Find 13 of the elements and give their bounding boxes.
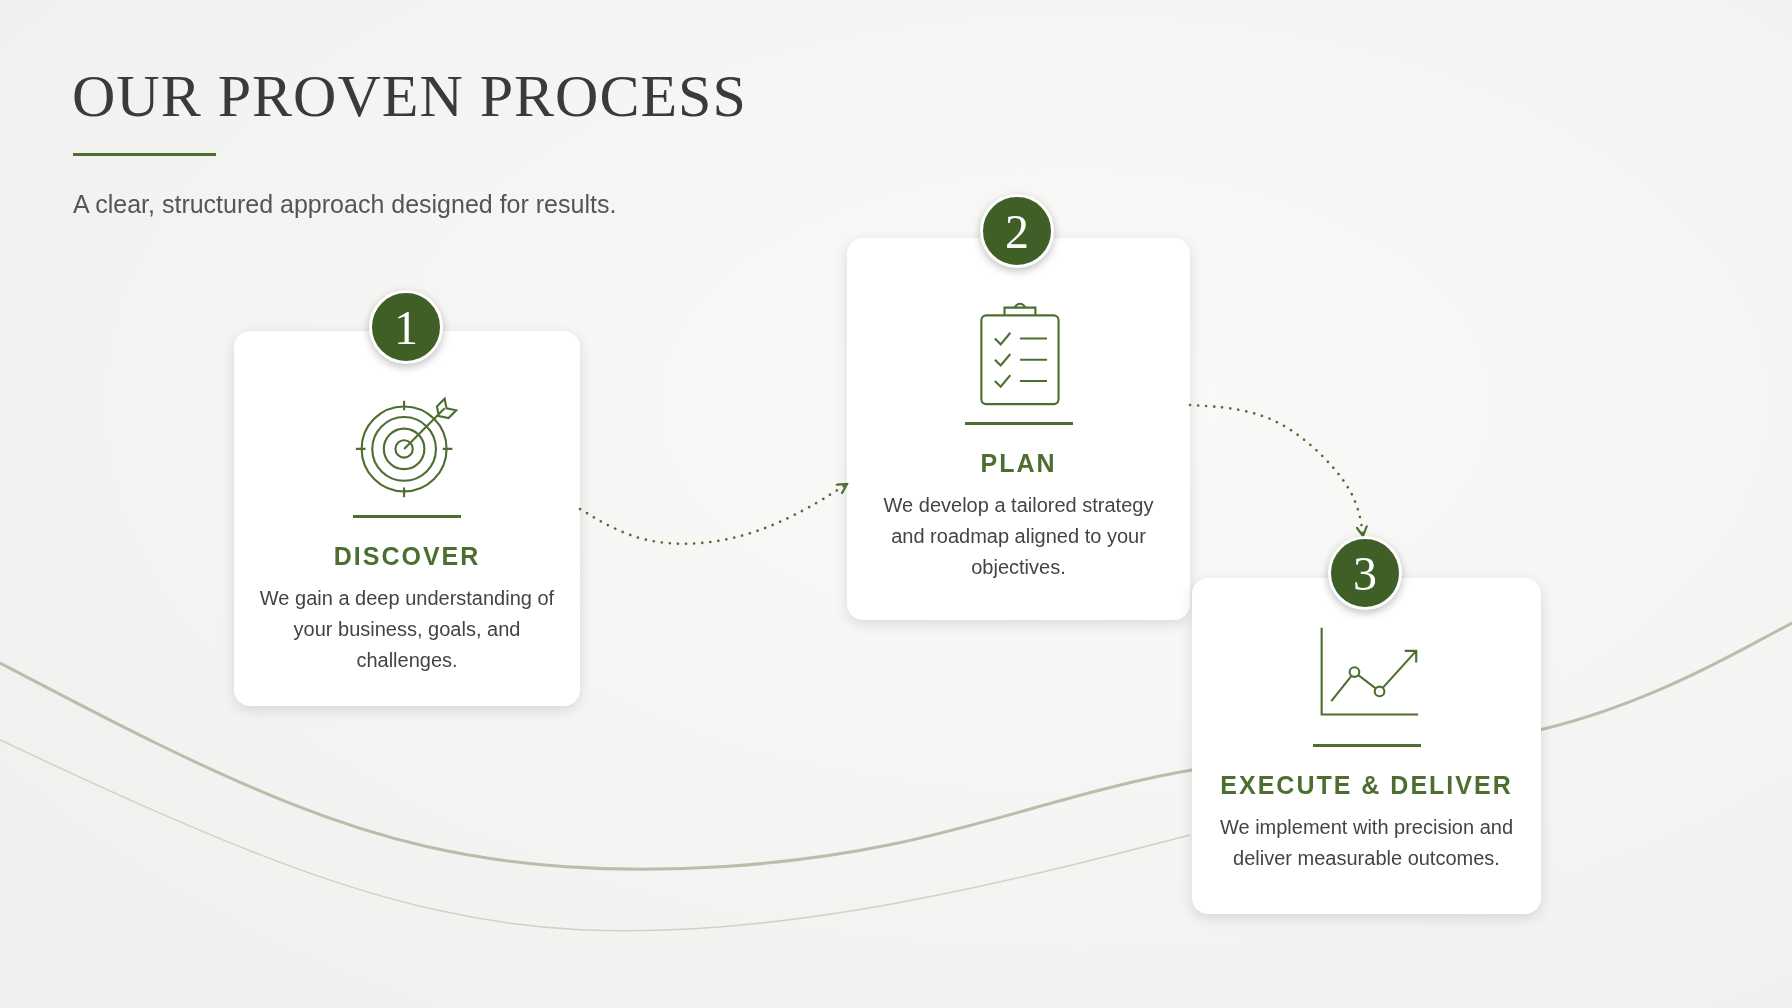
step-description: We implement with precision and deliver measurable outcomes. [1218,815,1515,871]
step-description: We gain a deep understanding of your business, goals, and challenges. [258,586,556,673]
title: OUR PROVEN PROCESS [72,62,747,131]
step-number-badge: 3 [1328,536,1402,610]
subtitle: A clear, structured approach designed for results. [73,190,617,219]
step-heading: DISCOVER [333,542,481,571]
dotted-arrow [1188,403,1368,538]
step-description: We develop a tailored strategy and roadmap aligned to your objectives. [882,493,1155,580]
dotted-arrow [578,482,849,546]
step-heading: PLAN [980,449,1057,478]
step-number-badge: 2 [980,194,1054,268]
step-number-badge: 1 [369,290,443,364]
step-heading: EXECUTE & DELIVER [1220,771,1513,800]
